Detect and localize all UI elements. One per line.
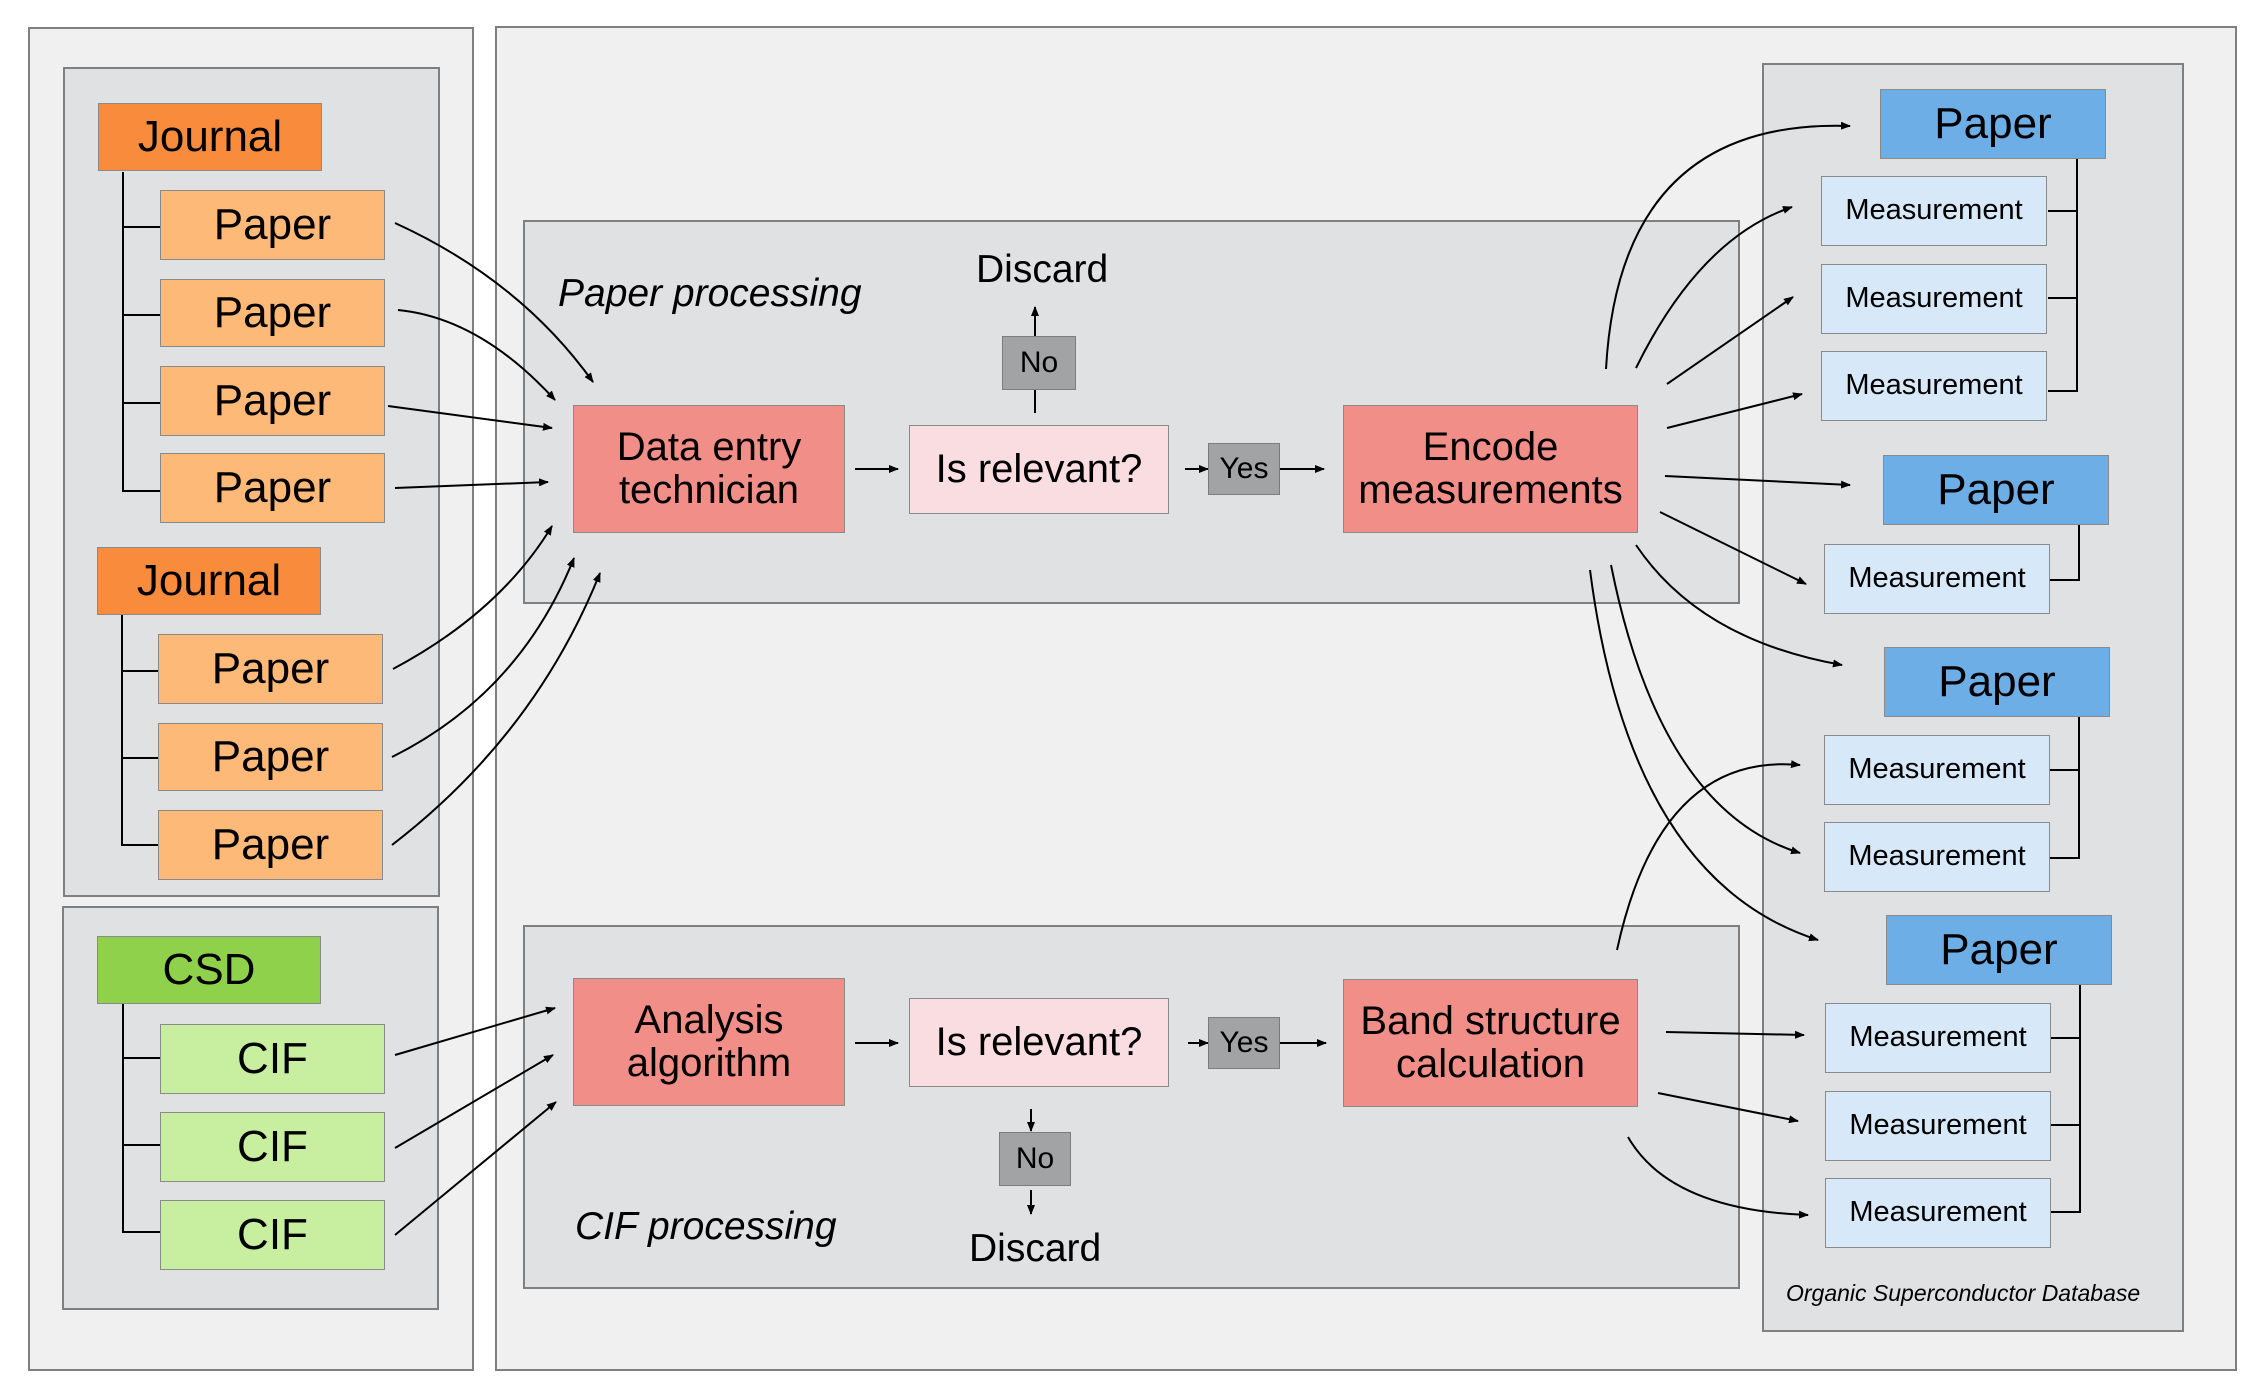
db-paper-box: Paper [1883,455,2109,525]
discard-label: Discard [976,248,1109,291]
source-paper-box: Paper [158,810,383,880]
cif-processing-title: CIF processing [575,1205,837,1248]
paper-processing-title: Paper processing [558,272,862,315]
db-measurement-box: Measurement [1821,264,2047,334]
analysis-algorithm-box: Analysis algorithm [573,978,845,1106]
is-relevant-box: Is relevant? [909,998,1169,1087]
source-paper-box: Paper [158,634,383,704]
cif-box: CIF [160,1200,385,1270]
db-measurement-box: Measurement [1825,1091,2051,1161]
db-paper-box: Paper [1886,915,2112,985]
cif-box: CIF [160,1024,385,1094]
db-measurement-box: Measurement [1821,176,2047,246]
encode-measurements-box: Encode measurements [1343,405,1638,533]
source-paper-box: Paper [160,366,385,436]
yes-tag: Yes [1208,443,1280,495]
source-paper-box: Paper [160,453,385,523]
band-structure-calculation-box: Band structure calculation [1343,979,1638,1107]
cif-box: CIF [160,1112,385,1182]
no-tag: No [999,1132,1071,1186]
db-measurement-box: Measurement [1825,1178,2051,1248]
db-measurement-box: Measurement [1825,1003,2051,1073]
is-relevant-box: Is relevant? [909,425,1169,514]
source-paper-box: Paper [160,190,385,260]
journal-box: Journal [97,547,321,615]
db-measurement-box: Measurement [1821,351,2047,421]
yes-tag: Yes [1208,1017,1280,1069]
db-measurement-box: Measurement [1824,735,2050,805]
data-entry-technician-box: Data entry technician [573,405,845,533]
csd-box: CSD [97,936,321,1004]
db-paper-box: Paper [1884,647,2110,717]
journal-box: Journal [98,103,322,171]
db-paper-box: Paper [1880,89,2106,159]
db-measurement-box: Measurement [1824,822,2050,892]
source-paper-box: Paper [158,723,383,791]
db-measurement-box: Measurement [1824,544,2050,614]
source-paper-box: Paper [160,279,385,347]
database-title: Organic Superconductor Database [1786,1280,2141,1306]
no-tag: No [1002,336,1076,390]
discard-label: Discard [969,1227,1102,1270]
